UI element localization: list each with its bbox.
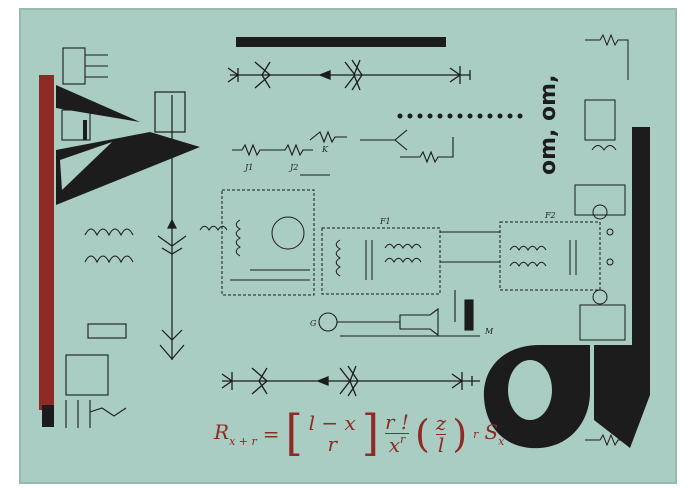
antenna-row-top [227, 59, 471, 91]
svg-text:G: G [310, 319, 317, 328]
microphone-circuit: G M [310, 290, 494, 337]
number-nine-glyph [483, 345, 590, 449]
svg-text:M: M [484, 327, 494, 336]
formula-outer-sup: r [473, 427, 479, 441]
svg-text:F1: F1 [379, 217, 391, 226]
filter-f2: F2 [499, 211, 614, 291]
om-text: om, om, [536, 75, 561, 175]
dotted-line [397, 113, 523, 119]
formula-z-over-l: z l [435, 410, 447, 457]
formula-paren-left: ( [414, 412, 430, 456]
formula-equals: = [262, 422, 280, 446]
top-black-bar [236, 37, 446, 47]
svg-text:J2: J2 [288, 163, 298, 172]
left-black-bar [42, 405, 54, 427]
right-coil-column [574, 33, 629, 447]
svg-text:F2: F2 [544, 211, 556, 220]
left-red-bar [39, 75, 54, 410]
formula-s: Sx [484, 420, 505, 448]
formula: Rx + r = [ l − x r ] r ! xr ( z l ) r Sx [214, 404, 504, 464]
antenna-column [154, 91, 187, 360]
generator-icon [592, 204, 608, 220]
formula-fraction: r ! xr [385, 410, 409, 457]
svg-text:K: K [321, 145, 329, 154]
left-coil-column [61, 47, 134, 428]
letter-a-glyph [56, 85, 200, 205]
resistor-circuit: J1 J2 K [232, 129, 454, 176]
antenna-row-bottom [221, 365, 480, 397]
filter-f1: F1 [321, 217, 500, 295]
formula-bracket-right: ] [361, 405, 379, 462]
formula-matrix: l − x r [308, 411, 356, 456]
formula-r: Rx + r [214, 420, 257, 448]
vacuum-tube-icon [271, 216, 305, 250]
formula-paren-right: ) [452, 412, 468, 456]
formula-bracket-left: [ [285, 405, 303, 462]
right-black-bar [632, 127, 650, 387]
transmitter-circuit [199, 189, 315, 296]
svg-text:J1: J1 [243, 163, 253, 172]
